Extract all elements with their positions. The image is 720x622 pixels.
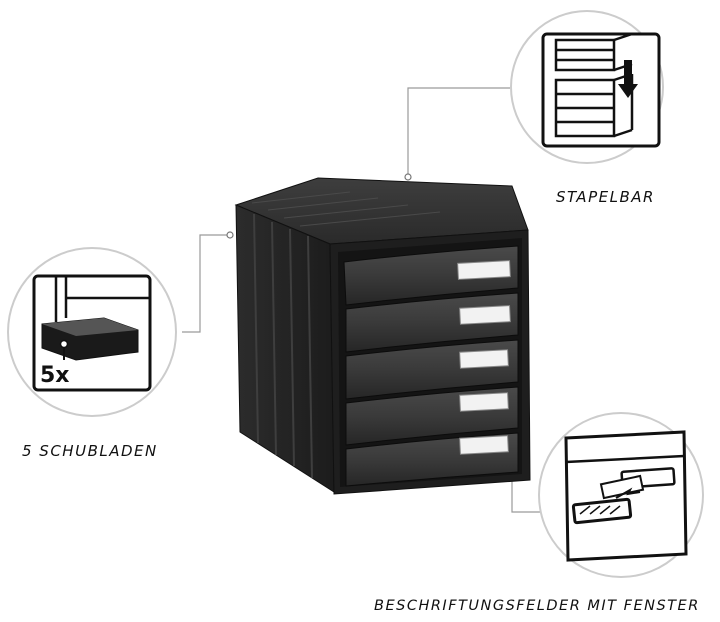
callout-dot-drawers xyxy=(226,231,234,239)
drawer-4 xyxy=(345,386,519,446)
arrow-down-icon xyxy=(618,60,638,98)
label-field xyxy=(459,349,509,369)
drawer-cabinet xyxy=(234,177,531,495)
label-field xyxy=(459,305,511,325)
detail-circle-stackable xyxy=(510,10,664,164)
drawer-count-badge: 5x xyxy=(40,363,70,388)
label-field xyxy=(457,260,511,280)
label-field xyxy=(459,392,509,412)
detail-circle-labels xyxy=(538,412,704,578)
drawer-5 xyxy=(345,432,519,487)
drawer-1 xyxy=(343,245,519,306)
caption-drawers: 5 SCHUBLADEN xyxy=(22,442,158,460)
drawer-fronts xyxy=(343,245,519,487)
insert-arrow-icon xyxy=(615,487,641,499)
caption-stackable: STAPELBAR xyxy=(556,188,655,206)
label-field xyxy=(459,435,509,455)
caption-label-fields: BESCHRIFTUNGSFELDER MIT FENSTER xyxy=(374,598,700,614)
drawer-3 xyxy=(345,339,519,400)
drawer-2 xyxy=(345,292,519,353)
callout-line-drawers xyxy=(182,234,230,333)
callout-dot-stackable xyxy=(404,173,412,181)
detail-circle-drawers: 5x xyxy=(7,247,177,417)
callout-line-stackable xyxy=(407,87,510,176)
